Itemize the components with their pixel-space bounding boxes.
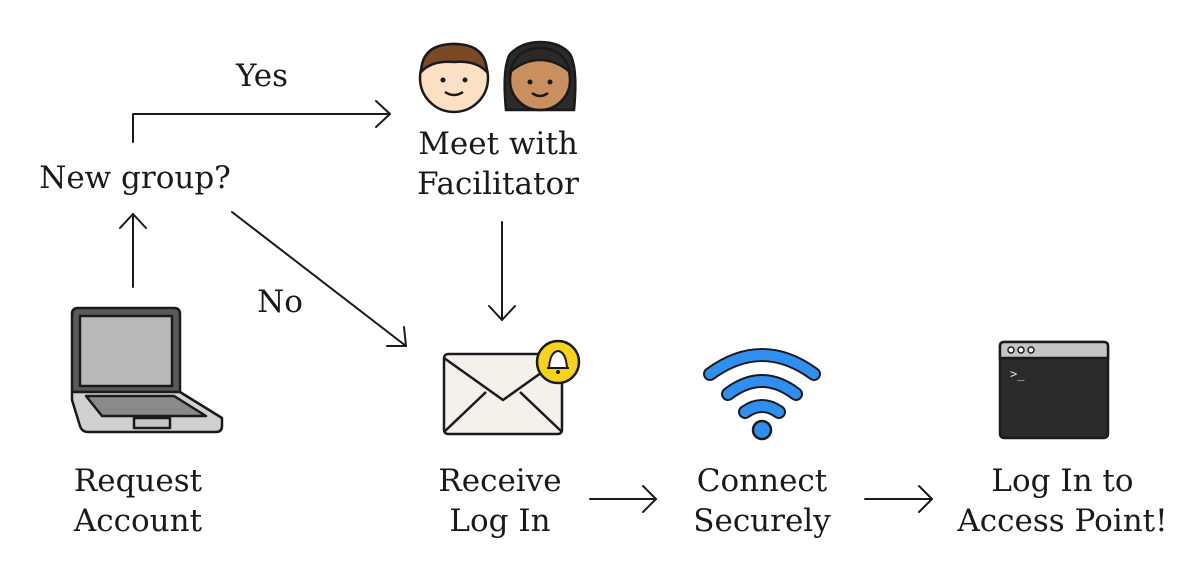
step-connect-line2: Securely — [693, 503, 831, 539]
step-request-line1: Request — [73, 463, 203, 499]
wifi-icon — [703, 348, 821, 441]
step-request-label: Request Account — [48, 461, 228, 541]
terminal-window-icon: >_ — [998, 340, 1110, 440]
arrow-no-to-receive — [231, 211, 407, 347]
step-connect-line1: Connect — [696, 463, 828, 499]
step-access-line2: Access Point! — [957, 503, 1168, 539]
arrow-connect-to-access — [864, 485, 933, 513]
step-facilitator-line2: Facilitator — [417, 166, 579, 202]
step-receive-line1: Receive — [438, 463, 562, 499]
people-icon — [418, 40, 577, 114]
step-receive-line2: Log In — [449, 503, 551, 539]
step-access-label: Log In to Access Point! — [945, 461, 1180, 541]
step-request-line2: Account — [73, 503, 203, 539]
step-connect-label: Connect Securely — [672, 461, 852, 541]
step-access-line1: Log In to — [991, 463, 1134, 499]
arrow-yes-to-facilitator — [132, 100, 391, 143]
terminal-prompt: >_ — [1010, 367, 1025, 381]
envelope-bell-icon — [442, 339, 581, 436]
step-facilitator-line1: Meet with — [418, 126, 578, 162]
step-facilitator-label: Meet with Facilitator — [398, 124, 598, 204]
arrow-request-to-decision — [119, 213, 147, 288]
decision-label: New group? — [39, 160, 231, 196]
no-label: No — [257, 284, 303, 320]
arrow-receive-to-connect — [589, 485, 657, 513]
yes-label: Yes — [235, 58, 289, 94]
step-receive-label: Receive Log In — [410, 461, 590, 541]
laptop-icon — [70, 306, 224, 434]
arrow-facilitator-to-receive — [488, 221, 516, 321]
